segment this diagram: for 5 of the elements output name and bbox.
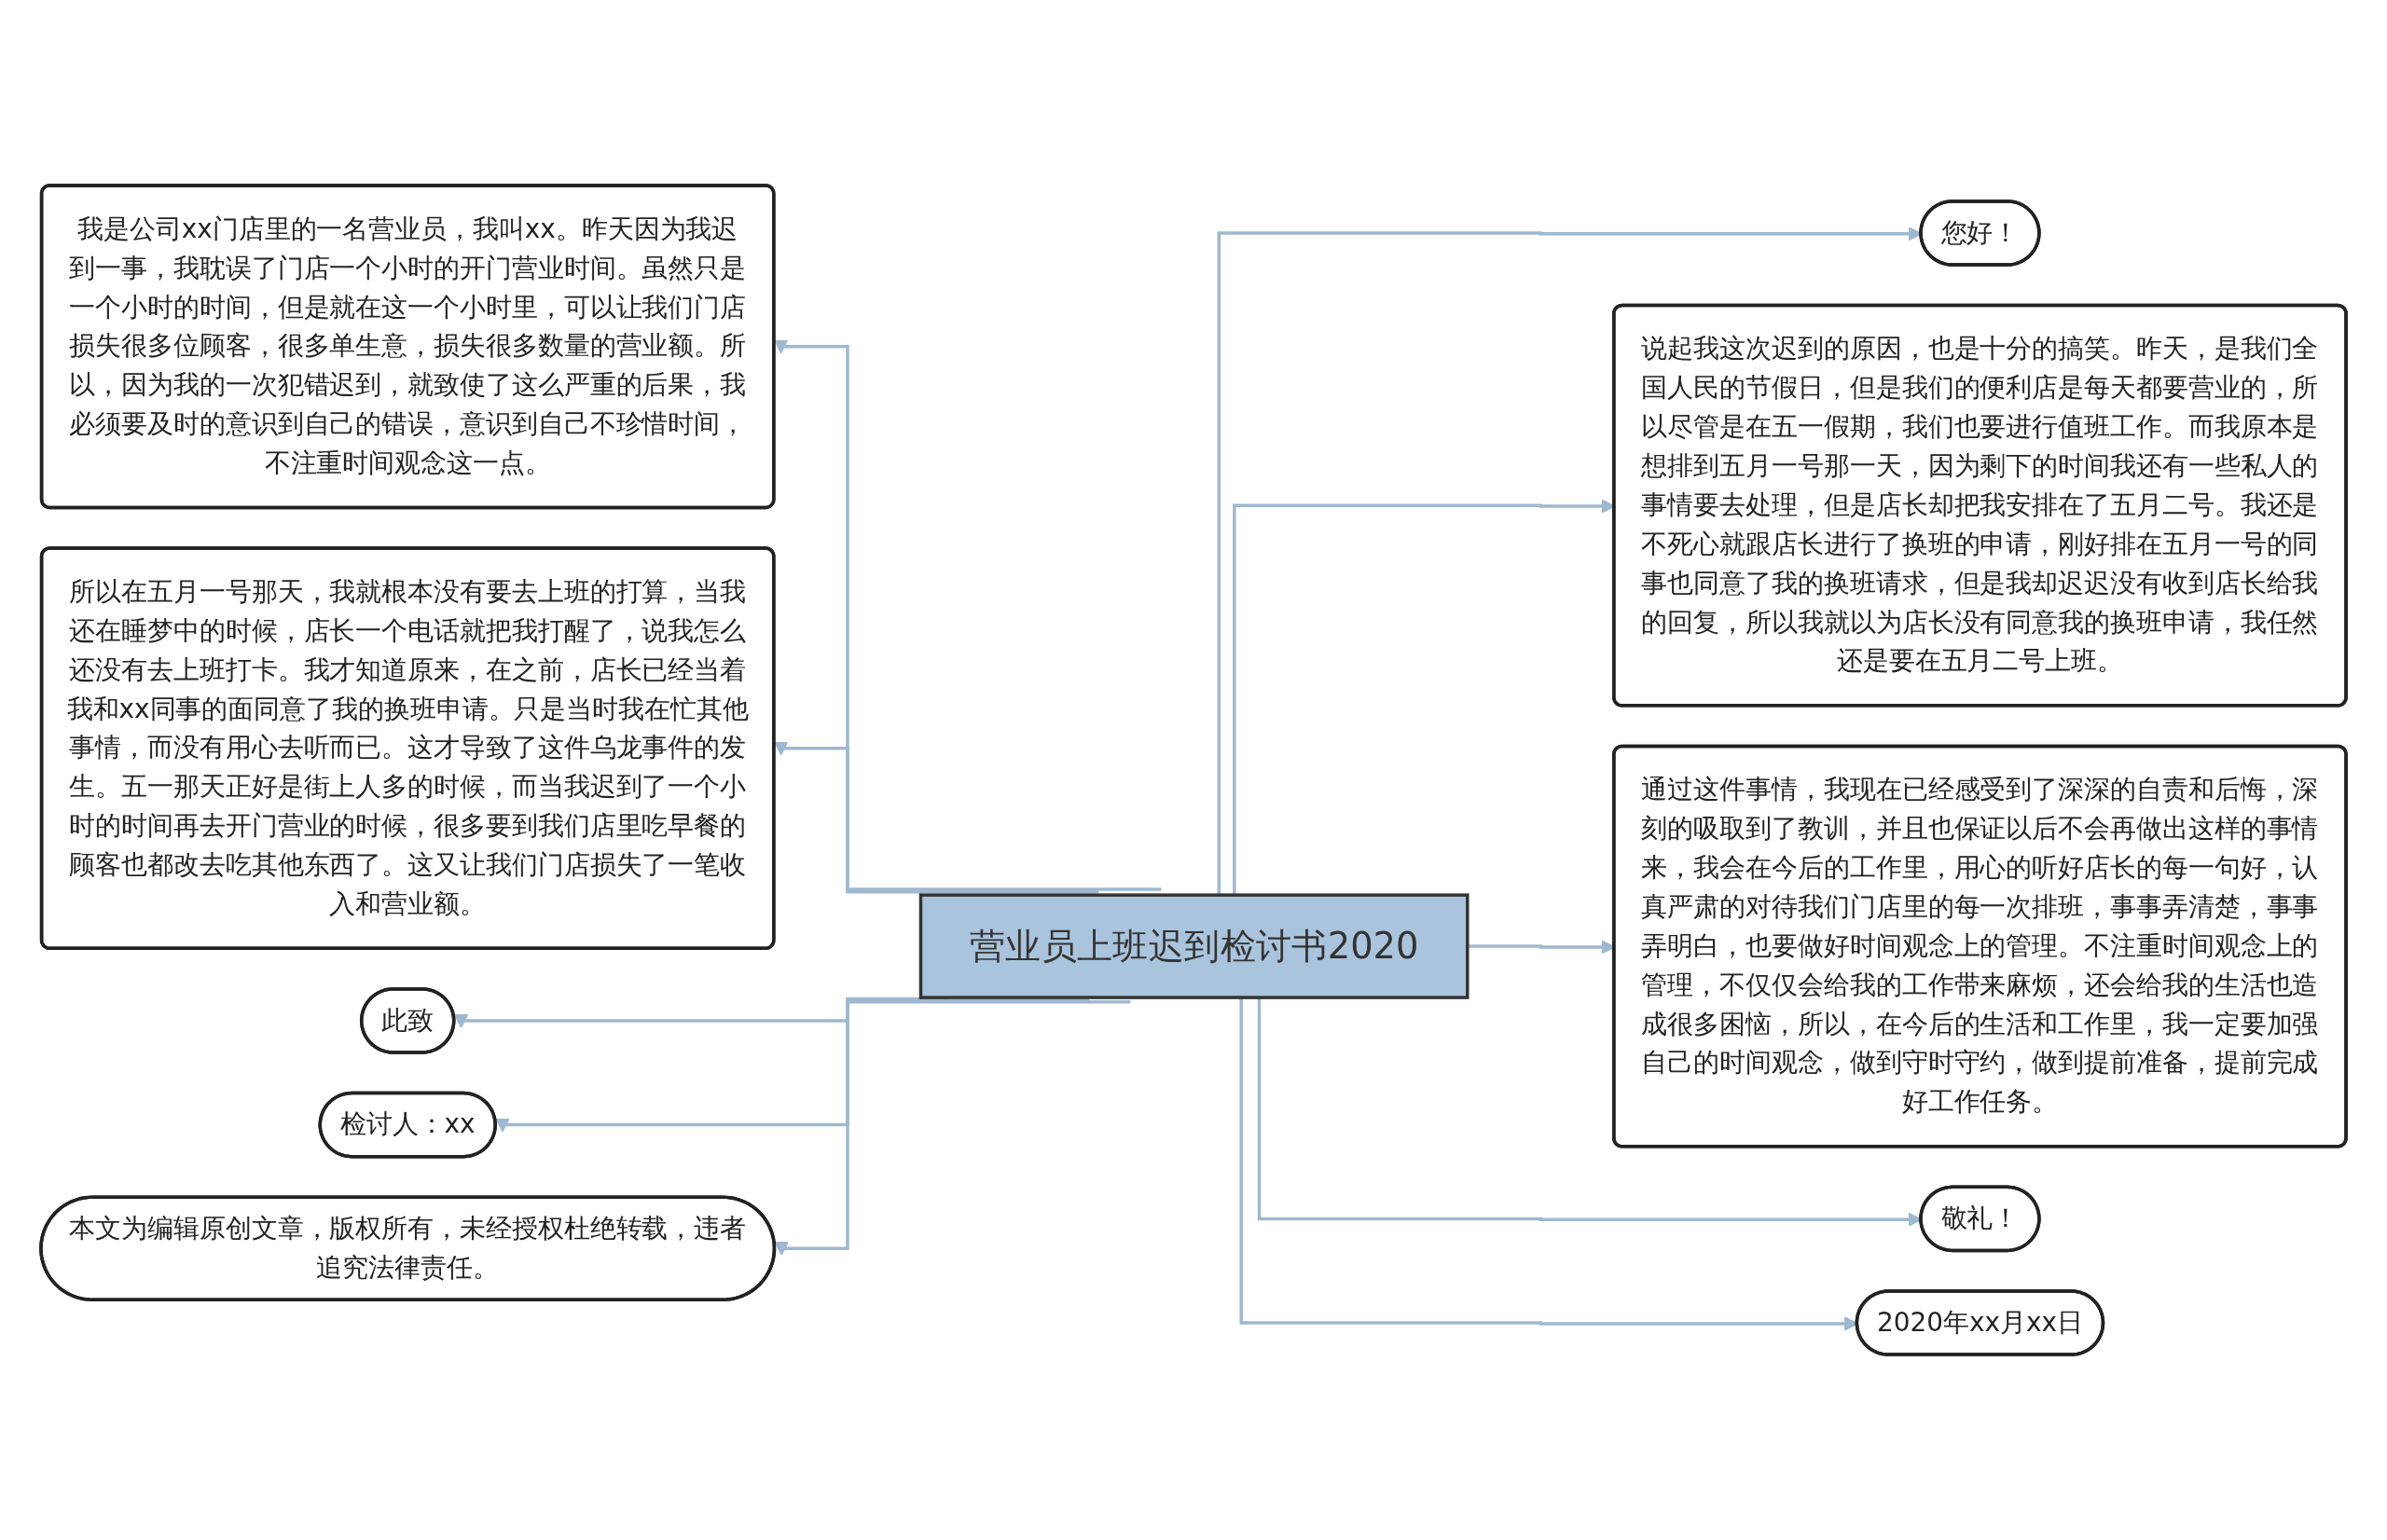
arrow — [774, 741, 1099, 894]
arrow — [774, 339, 1162, 891]
node-box: 营业员上班迟到检讨书2020 — [918, 893, 1469, 999]
arrow — [495, 998, 1089, 1133]
arrow — [774, 999, 1131, 1256]
